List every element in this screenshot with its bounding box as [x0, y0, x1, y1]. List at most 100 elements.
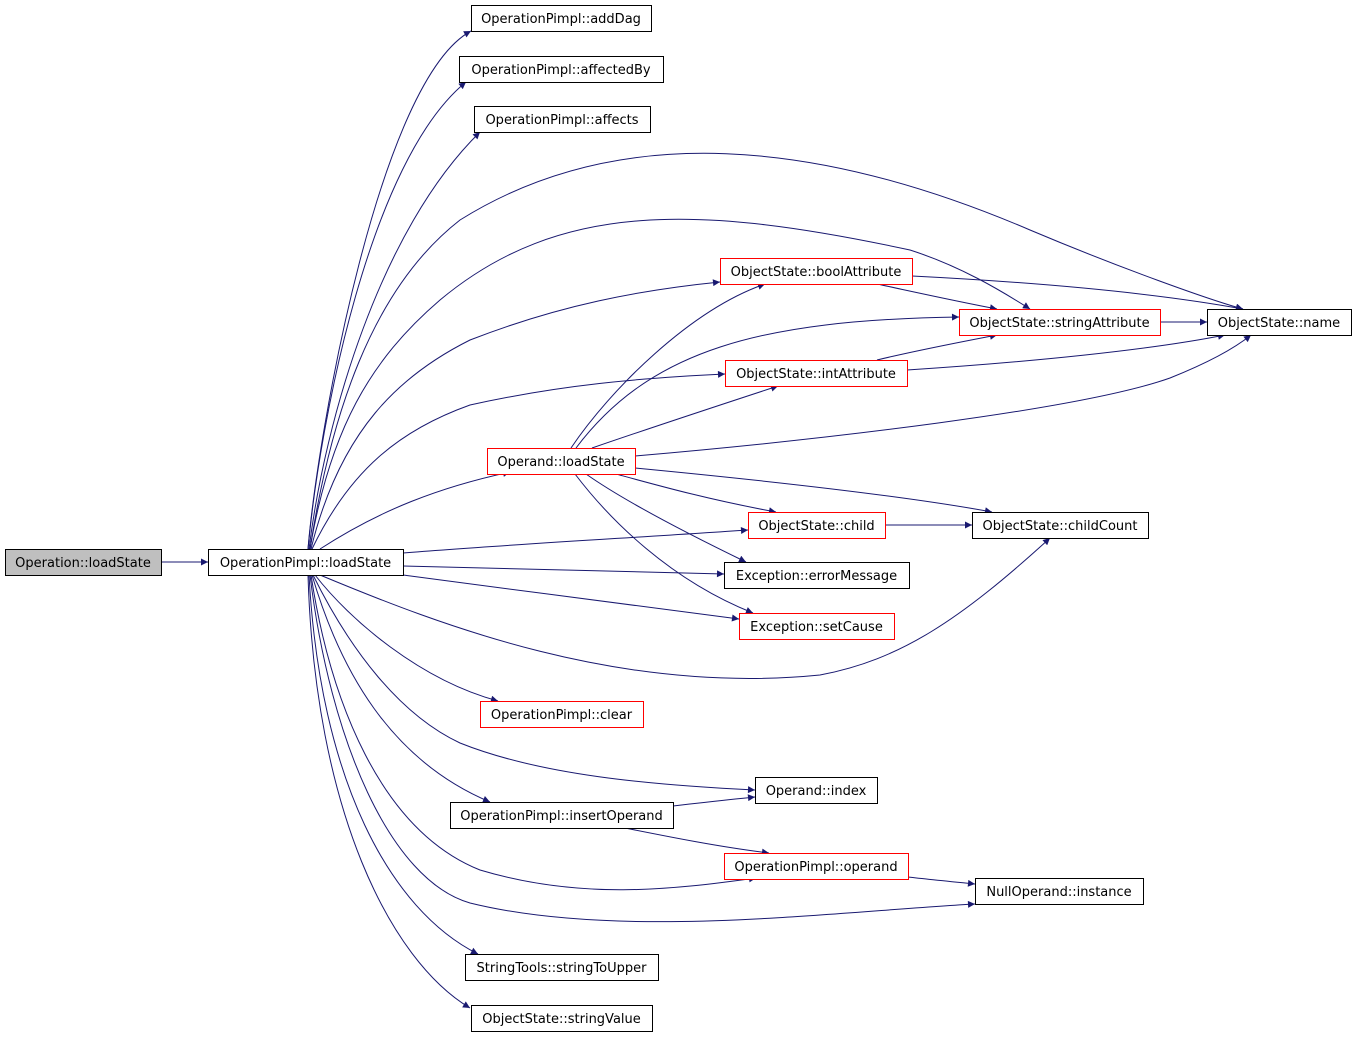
node-label: ObjectState::stringValue: [482, 1012, 641, 1027]
node-setcause[interactable]: Exception::setCause: [739, 613, 895, 640]
edge-line: [575, 313, 960, 449]
node-nullinstance[interactable]: NullOperand::instance: [975, 878, 1144, 905]
node-label: ObjectState::boolAttribute: [731, 265, 902, 280]
node-box: [480, 701, 644, 728]
edge-line: [615, 473, 777, 515]
node-label: Exception::setCause: [750, 620, 883, 635]
edge-operand_loadstate-to-boolattr: [570, 282, 766, 449]
edge-line: [319, 537, 1051, 679]
edge-line: [314, 574, 499, 703]
node-label: ObjectState::intAttribute: [736, 367, 896, 382]
edge-pimpl_loadstate-to-affectedby: [307, 81, 467, 550]
edge-line: [672, 794, 756, 807]
edge-pimpl_loadstate-to-setcause: [402, 574, 740, 622]
node-pimpl_loadstate[interactable]: OperationPimpl::loadState: [208, 549, 404, 576]
node-index[interactable]: Operand::index: [755, 777, 878, 804]
node-label: OperationPimpl::loadState: [220, 556, 391, 571]
node-box: [720, 258, 913, 285]
node-name[interactable]: ObjectState::name: [1207, 309, 1352, 336]
edge-pimpl_loadstate-to-boolattr: [310, 279, 721, 550]
node-affectedby[interactable]: OperationPimpl::affectedBy: [459, 56, 664, 83]
node-box: [459, 56, 664, 83]
edges-layer: [161, 30, 1252, 1009]
node-boolattr[interactable]: ObjectState::boolAttribute: [720, 258, 913, 285]
edge-line: [876, 332, 998, 361]
node-label: OperationPimpl::insertOperand: [460, 809, 663, 824]
edge-line: [402, 526, 749, 554]
edge-pimpl_loadstate-to-intattr: [311, 370, 726, 550]
edge-line: [310, 279, 721, 550]
node-label: ObjectState::stringAttribute: [969, 316, 1149, 331]
node-label: ObjectState::name: [1218, 316, 1340, 331]
edge-line: [591, 384, 779, 449]
node-label: Operation::loadState: [15, 556, 151, 571]
edge-line: [310, 574, 757, 891]
node-label: Operand::loadState: [497, 455, 624, 470]
edge-pimpl_loadstate-to-operand_loadstate: [319, 470, 511, 550]
node-box: [739, 613, 895, 640]
node-child[interactable]: ObjectState::child: [748, 512, 886, 539]
node-childcount[interactable]: ObjectState::childCount: [972, 512, 1149, 539]
edge-boolattr-to-stringattr: [876, 283, 998, 312]
node-operand_loadstate[interactable]: Operand::loadState: [487, 448, 636, 475]
node-touppper[interactable]: StringTools::stringToUpper: [465, 954, 659, 981]
edge-pimpl_loadstate-to-stringattr: [309, 218, 1031, 550]
node-stringattr[interactable]: ObjectState::stringAttribute: [959, 309, 1161, 336]
node-box: [748, 512, 886, 539]
edge-line: [307, 81, 467, 550]
edge-line: [307, 574, 471, 1009]
node-box: [450, 802, 674, 829]
edge-operand_loadstate-to-child: [615, 473, 777, 515]
edge-pimpl_loadstate-to-childcount: [319, 537, 1051, 679]
node-label: ObjectState::child: [758, 519, 874, 534]
edge-line: [574, 473, 754, 614]
node-box: [972, 512, 1149, 539]
edge-line: [308, 574, 479, 955]
edge-line: [911, 275, 1244, 312]
nodes-layer: Operation::loadState OperationPimpl::load…: [5, 5, 1352, 1032]
edge-line: [634, 467, 993, 515]
node-errormsg[interactable]: Exception::errorMessage: [724, 562, 910, 589]
edge-pimpl_loadstate-to-index: [312, 574, 756, 794]
edge-line: [906, 332, 1226, 371]
node-affects[interactable]: OperationPimpl::affects: [474, 106, 651, 133]
node-label: StringTools::stringToUpper: [477, 961, 648, 976]
edge-line: [309, 218, 1031, 550]
node-box: [471, 5, 652, 32]
edge-line: [311, 574, 491, 803]
edge-line: [634, 334, 1252, 457]
edge-pimpl_loadstate-to-name: [309, 152, 1244, 550]
node-insertoperand[interactable]: OperationPimpl::insertOperand: [450, 802, 674, 829]
edge-operand_loadstate-to-childcount: [634, 467, 993, 515]
node-box: [724, 853, 909, 880]
edge-operand-to-nullinstance: [907, 876, 976, 887]
edge-intattr-to-name: [906, 332, 1226, 371]
edge-boolattr-to-name: [911, 275, 1244, 312]
node-box: [724, 562, 910, 589]
node-box: [208, 549, 404, 576]
node-label: OperationPimpl::operand: [734, 860, 897, 875]
node-label: Operand::index: [766, 784, 867, 799]
node-adddag[interactable]: OperationPimpl::addDag: [471, 5, 652, 32]
node-box: [471, 1005, 653, 1032]
node-label: OperationPimpl::affectedBy: [471, 63, 650, 78]
edge-pimpl_loadstate-to-child: [402, 526, 749, 554]
edge-line: [402, 565, 725, 578]
edge-operand_loadstate-to-setcause: [574, 473, 754, 614]
edge-intattr-to-stringattr: [876, 332, 998, 361]
node-op_loadstate: Operation::loadState: [5, 549, 162, 576]
node-box: [474, 106, 651, 133]
edge-line: [907, 876, 976, 887]
node-box: [487, 448, 636, 475]
node-box: [465, 954, 659, 981]
node-operand[interactable]: OperationPimpl::operand: [724, 853, 909, 880]
node-label: OperationPimpl::affects: [485, 113, 638, 128]
node-intattr[interactable]: ObjectState::intAttribute: [725, 360, 908, 387]
edge-pimpl_loadstate-to-affects: [308, 131, 481, 550]
node-clear[interactable]: OperationPimpl::clear: [480, 701, 644, 728]
edge-pimpl_loadstate-to-touppper: [308, 574, 479, 955]
edge-line: [570, 282, 766, 449]
edge-line: [585, 473, 747, 563]
edge-line: [309, 152, 1244, 550]
node-stringvalue[interactable]: ObjectState::stringValue: [471, 1005, 653, 1032]
